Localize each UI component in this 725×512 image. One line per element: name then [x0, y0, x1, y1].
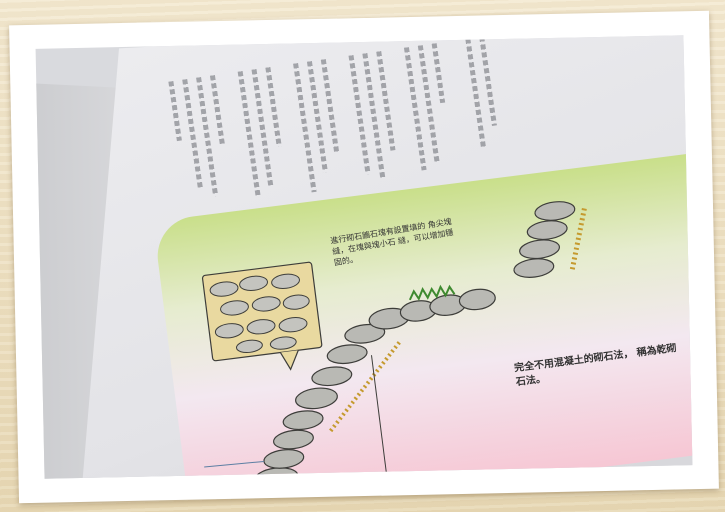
- book-photo: 進行砌石牆石塊有設置填的 角尖塊縫，在塊與塊小石 縫，可以增加穩固的。 完全不用…: [36, 35, 693, 478]
- text-column: [321, 59, 339, 154]
- water-lines: [202, 459, 265, 478]
- stone: [272, 428, 314, 451]
- photo-frame: 進行砌石牆石塊有設置填的 角尖塊縫，在塊與塊小石 縫，可以增加穩固的。 完全不用…: [9, 11, 719, 504]
- text-column: [479, 36, 497, 126]
- stone: [282, 409, 324, 432]
- stone: [526, 219, 568, 242]
- stone: [326, 343, 368, 366]
- text-column: [265, 67, 281, 147]
- stone: [534, 200, 576, 223]
- stone: [311, 365, 353, 388]
- text-column: [210, 75, 225, 145]
- text-column: [432, 43, 446, 103]
- stone: [458, 287, 496, 311]
- stone: [513, 257, 555, 280]
- inset-pointer: [280, 350, 300, 370]
- stone: [294, 386, 338, 411]
- soil-boundary-line: [371, 355, 387, 479]
- stone: [263, 447, 305, 470]
- stone: [519, 238, 561, 261]
